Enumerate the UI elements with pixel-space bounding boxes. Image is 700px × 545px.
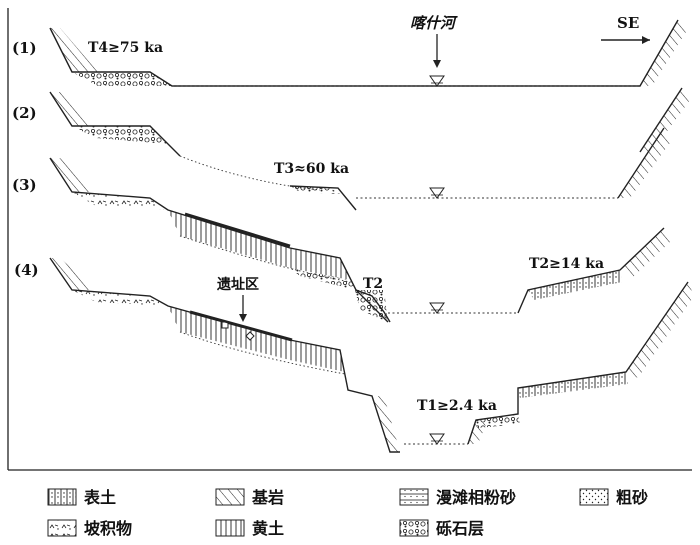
river-name: 喀什河 xyxy=(410,14,458,32)
panel-3-t3-surface xyxy=(289,185,357,211)
panel-4-underlying xyxy=(179,331,346,375)
panel-4-water-marker-lower xyxy=(429,433,445,445)
direction-label: SE xyxy=(617,14,639,32)
panel-3-water-marker xyxy=(429,187,445,199)
panel-2-profile xyxy=(49,91,181,157)
legend-swatch-floodplain-silt xyxy=(399,488,429,506)
panel-4-t2-lower-terrace xyxy=(518,372,628,398)
site-artifact-2 xyxy=(245,331,255,341)
panel-4-water-marker-upper xyxy=(429,302,445,314)
panel-3-label: (3) xyxy=(12,176,37,194)
panel-4-loess xyxy=(168,306,345,372)
panel-3-underlying xyxy=(179,235,351,283)
panel-3-topsoil xyxy=(184,212,291,248)
panel-4-colluvium xyxy=(72,290,168,306)
panel-1-bedrock-right xyxy=(640,20,686,86)
panel-1: (1) T4≥75 ka xyxy=(12,19,686,87)
panel-2-profile-right xyxy=(639,87,683,153)
legend-label-gravel: 砾石层 xyxy=(436,519,484,538)
panel-4: (4) T2 T2≥14 ka T1≥2.4 ka 遗址区 xyxy=(14,227,694,453)
panel-1-profile xyxy=(49,19,679,87)
legend-label-coarse-sand: 粗砂 xyxy=(616,488,648,507)
legend-swatch-gravel xyxy=(399,519,429,537)
direction-indicator: SE xyxy=(601,14,650,44)
panel-2: (2) xyxy=(12,87,690,191)
panel-2-bedrock-left xyxy=(50,92,96,126)
panel-4-t2-left-surface xyxy=(355,289,391,323)
panel-4-label: (4) xyxy=(14,261,39,279)
panel-2-bedrock-right xyxy=(640,88,690,152)
legend-swatch-coarse-sand xyxy=(579,488,609,506)
terrace-t4-age: T4≥75 ka xyxy=(88,40,163,56)
panel-4-bedrock-left xyxy=(50,258,96,290)
panel-3-colluvium xyxy=(72,192,168,210)
terrace-t2-left-label: T2 xyxy=(363,276,383,292)
legend-swatch-loess xyxy=(215,519,245,537)
panel-4-t1-gravel xyxy=(476,414,520,428)
legend-label-loess: 黄土 xyxy=(252,519,284,538)
legend-swatch-colluvium xyxy=(47,519,77,537)
legend-swatch-topsoil xyxy=(47,488,77,506)
legend-label-floodplain-silt: 漫滩相粉砂 xyxy=(436,488,516,507)
panel-3-bedrock-right xyxy=(618,128,672,198)
legend-label-colluvium: 坡积物 xyxy=(84,519,132,538)
panel-4-profile-right xyxy=(467,281,689,445)
panel-3-gravel xyxy=(290,268,356,290)
panel-3-profile-right xyxy=(617,127,665,199)
legend-swatch-bedrock xyxy=(215,488,245,506)
terrace-t3-age: T3≈60 ka xyxy=(274,161,349,177)
panel-3-bedrock-left xyxy=(50,158,96,192)
panel-2-label: (2) xyxy=(12,104,37,122)
legend: 表土 基岩 漫滩相粉砂 粗砂 坡积物 黄土 砾石层 xyxy=(47,488,648,538)
panel-1-terrace-fill xyxy=(72,72,172,86)
panel-4-bedrock-t2-right xyxy=(620,228,672,278)
terrace-t1-age: T1≥2.4 ka xyxy=(417,398,497,414)
panel-3-loess xyxy=(168,210,350,280)
site-area-label: 遗址区 xyxy=(216,276,259,293)
panel-1-label: (1) xyxy=(12,39,37,57)
panel-1-bedrock-left xyxy=(50,28,98,72)
legend-label-bedrock: 基岩 xyxy=(251,488,284,507)
terrace-t2-right-age: T2≥14 ka xyxy=(529,256,604,272)
panel-3-profile xyxy=(49,157,389,323)
panel-4-bedrock-right xyxy=(626,282,694,378)
panel-4-t2-right-terrace xyxy=(528,270,622,300)
panel-4-bedrock-valley-right xyxy=(468,420,486,444)
legend-label-topsoil: 表土 xyxy=(83,488,116,507)
panel-4-t2-left-gravel xyxy=(355,290,388,322)
panel-2-terrace-fill xyxy=(72,126,168,144)
panel-4-bedrock-valley xyxy=(372,396,400,452)
panel-1-water-marker xyxy=(429,75,445,87)
river-callout: 喀什河 xyxy=(410,14,458,68)
panel-3: (3) T3≈60 ka xyxy=(12,127,672,323)
